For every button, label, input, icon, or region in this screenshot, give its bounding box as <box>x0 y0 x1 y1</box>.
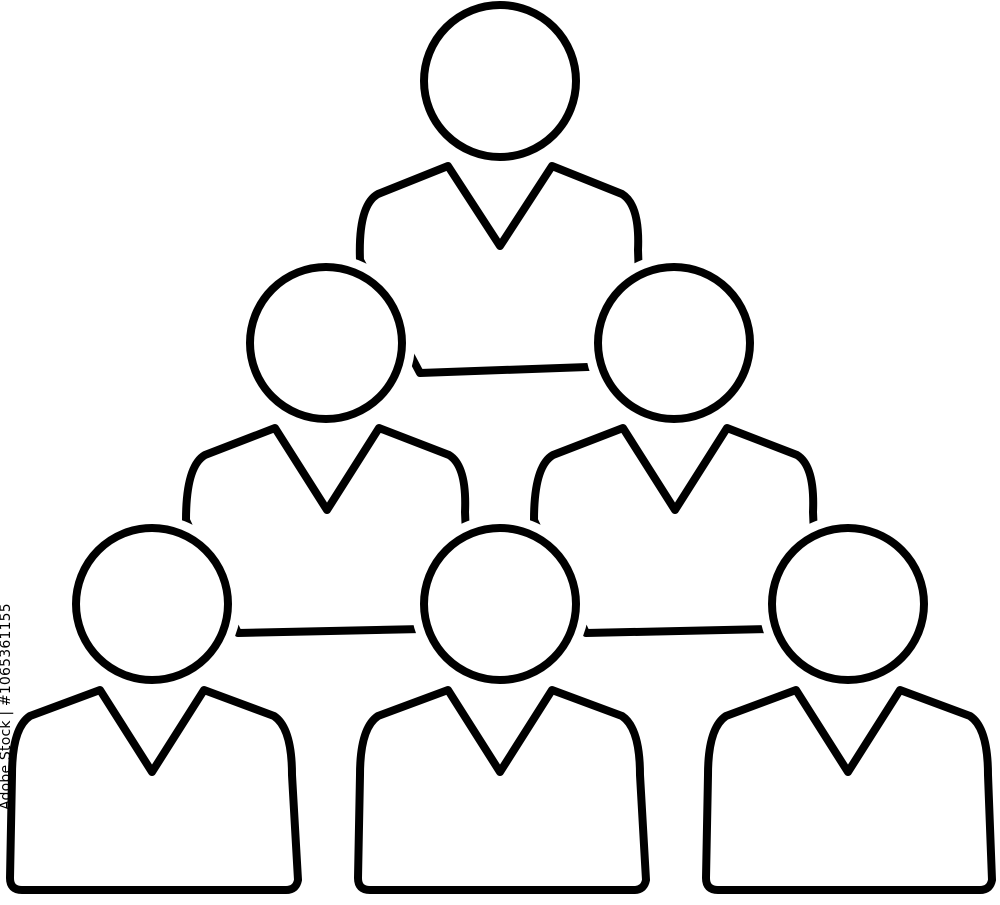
person-icon-bottom-center <box>345 515 659 903</box>
person-icon-top <box>346 0 655 386</box>
person-icon-bottom-left <box>0 515 311 903</box>
person-icon-bottom-right <box>693 515 1000 903</box>
person-icon-middle-right <box>521 254 831 646</box>
stock-watermark: Adobe Stock | #1065361155 <box>0 603 14 810</box>
person-icon-middle-left <box>173 254 483 646</box>
